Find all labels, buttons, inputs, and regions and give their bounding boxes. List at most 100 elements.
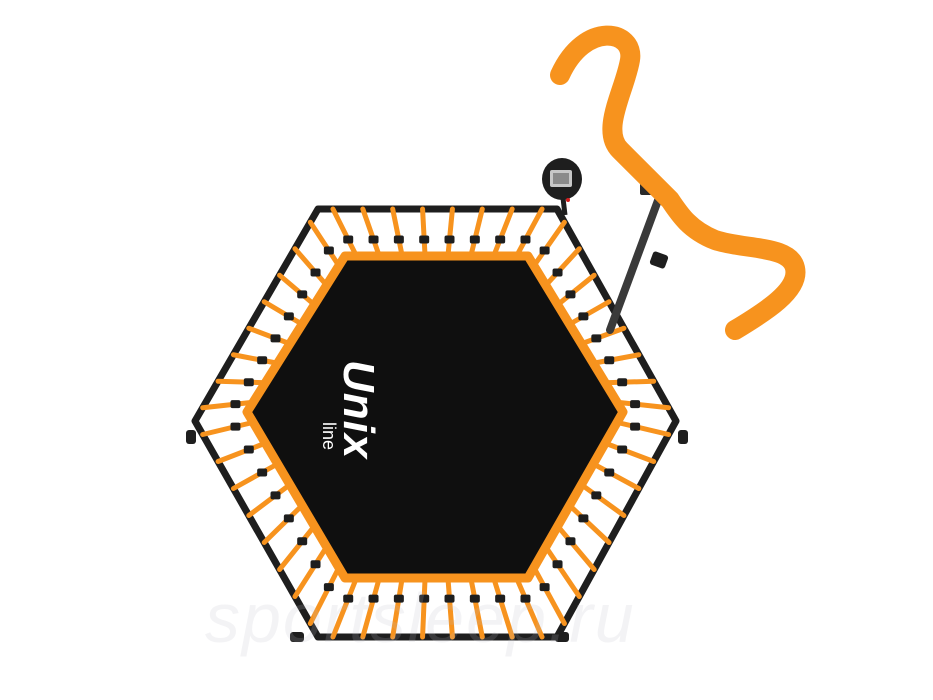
bungee-cord	[567, 299, 612, 327]
bungee-cord	[390, 575, 405, 640]
bungee-cord	[543, 246, 582, 288]
outer-frame	[191, 205, 680, 641]
cord-clip	[565, 537, 576, 546]
bungee-cord	[543, 544, 582, 599]
bungee-cord	[614, 419, 672, 437]
cord-clip	[297, 290, 308, 299]
bungee-cord	[531, 219, 567, 269]
cord-clip	[520, 594, 531, 603]
bungee-cord	[491, 206, 515, 259]
bungee-cord	[468, 206, 485, 259]
bungee-cord	[590, 352, 642, 366]
cord-clip	[578, 312, 589, 321]
cord-clip	[469, 594, 480, 603]
cord-clip	[343, 594, 354, 603]
cord-clip	[552, 268, 563, 277]
bungee-cord	[230, 461, 281, 491]
handlebar	[550, 25, 806, 340]
cord-clip	[578, 514, 589, 523]
bungee-cord	[514, 206, 545, 259]
bungee-cord	[261, 299, 305, 327]
bungee-cord	[555, 523, 597, 572]
bungee-cords	[200, 206, 672, 640]
handle-pole	[606, 183, 669, 334]
cord-clip	[539, 246, 550, 255]
bungee-cord	[261, 502, 305, 545]
bungee-cord	[292, 544, 330, 599]
bungee-cord	[277, 272, 317, 308]
cord-clip	[368, 235, 379, 244]
bungee-cord	[330, 206, 359, 259]
display-monitor	[542, 158, 582, 216]
cord-clip	[230, 400, 241, 409]
jumping-mat	[242, 251, 628, 583]
cord-clip	[495, 594, 506, 603]
bungee-cord	[246, 325, 293, 347]
bungee-cord	[277, 523, 317, 572]
cord-clip	[419, 235, 430, 244]
cord-clip	[604, 356, 615, 365]
cord-clip	[617, 378, 628, 387]
bungee-cord	[445, 206, 455, 259]
cord-clip	[393, 235, 404, 244]
cord-clip	[520, 235, 531, 244]
bungee-cord	[330, 575, 359, 640]
bungee-cord	[360, 206, 382, 259]
cord-clip	[444, 235, 455, 244]
cord-clip	[243, 378, 254, 387]
cord-clip	[604, 468, 615, 477]
bungee-cord	[468, 575, 485, 640]
cord-clip	[310, 560, 321, 569]
cord-clip	[343, 235, 354, 244]
bungee-cord	[200, 419, 256, 437]
bungee-cord	[420, 575, 428, 640]
bungee-cord	[215, 440, 268, 464]
cord-clip	[630, 400, 641, 409]
cord-clip	[591, 334, 602, 343]
cord-clip	[591, 491, 602, 500]
bungee-cord	[307, 219, 342, 269]
bungee-cord	[531, 565, 567, 626]
cord-clip	[552, 560, 563, 569]
bungee-cord	[602, 440, 657, 464]
cord-clip	[270, 334, 281, 343]
watermark-text: sportsleep.ru	[205, 579, 636, 657]
cord-clip	[368, 594, 379, 603]
cord-clip	[297, 537, 308, 546]
cord-clip	[469, 235, 480, 244]
cord-clip	[565, 290, 576, 299]
bungee-cord	[514, 575, 545, 640]
cord-clip	[257, 356, 268, 365]
bungee-cord	[590, 461, 642, 491]
bungee-cord	[602, 378, 657, 386]
bungee-cord	[307, 565, 342, 626]
cord-clip	[419, 594, 430, 603]
cord-clip	[243, 445, 254, 454]
cord-clip	[617, 445, 628, 454]
cord-clip	[283, 312, 294, 321]
bungee-cord	[614, 399, 672, 411]
bungee-cord	[567, 502, 612, 545]
cord-clip	[630, 422, 641, 431]
cord-clip	[393, 594, 404, 603]
bungee-cord	[420, 206, 428, 259]
bungee-cord	[360, 575, 382, 640]
cord-clip	[230, 422, 241, 431]
cord-clip	[444, 594, 455, 603]
cord-clip	[323, 583, 334, 592]
cord-clip	[539, 583, 550, 592]
bungee-cord	[491, 575, 515, 640]
bungee-cord	[230, 352, 281, 366]
bungee-cord	[445, 575, 455, 640]
cord-clip	[495, 235, 506, 244]
cord-clip	[283, 514, 294, 523]
bungee-cord	[246, 482, 293, 518]
cord-clip	[323, 246, 334, 255]
bungee-cord	[578, 325, 627, 347]
cord-clip	[270, 491, 281, 500]
bungee-cord	[555, 272, 597, 308]
bungee-cord	[215, 378, 268, 386]
bungee-cord	[390, 206, 405, 259]
bungee-cord	[292, 246, 330, 288]
